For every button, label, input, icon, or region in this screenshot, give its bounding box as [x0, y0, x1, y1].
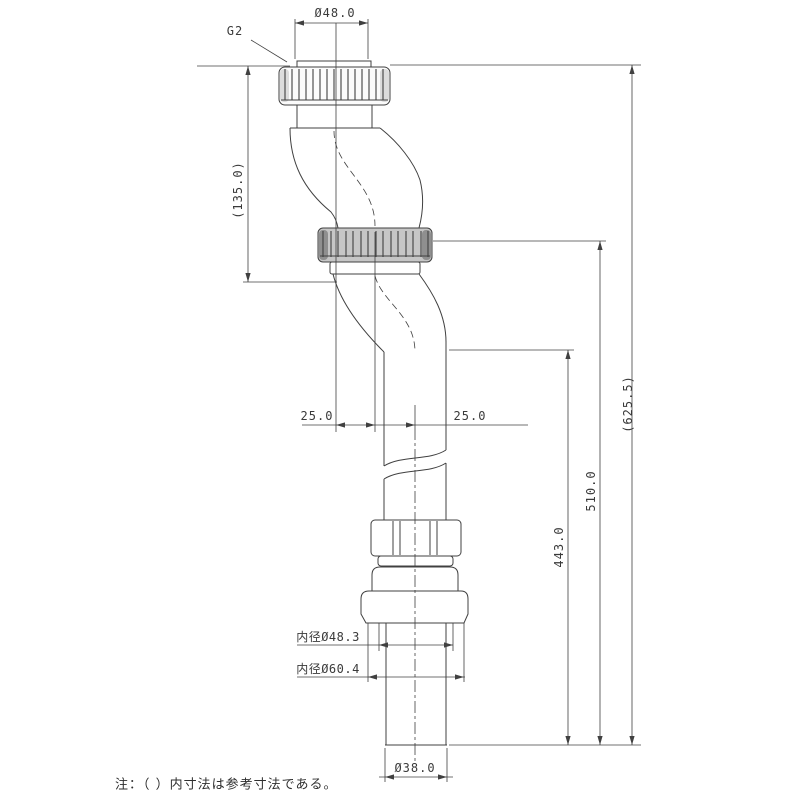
- bell-mouth: [360, 590, 469, 624]
- tail-pipe: [385, 623, 447, 746]
- dim-overall: [629, 65, 635, 745]
- offset-right-label: 25.0: [453, 409, 487, 423]
- inner-diameter-large-label: 内径Ø60.4: [296, 662, 360, 676]
- dim-inner-60: [297, 674, 465, 680]
- offset-height-label: (135.0): [231, 161, 245, 219]
- overall-length-label: (625.5): [621, 375, 635, 433]
- top-cylinder: [290, 105, 380, 129]
- pipe-length-label: 443.0: [552, 526, 566, 568]
- length-to-union-label: 510.0: [584, 470, 598, 512]
- union-nut: [370, 519, 462, 557]
- right-extension-lines: [390, 64, 641, 746]
- dim-443: [565, 350, 571, 745]
- reference-dimension-note: 注：（ ）内寸法は参考寸法である。: [115, 777, 338, 793]
- dim-offset-height: [197, 65, 337, 283]
- dim-top-diameter: [294, 19, 369, 59]
- inner-diameter-extensions: [367, 623, 465, 682]
- dimension-linework: [197, 19, 641, 782]
- upper-offset-bend: [289, 127, 423, 229]
- pipe-od-label: Ø38.0: [394, 761, 436, 775]
- inner-diameter-small-label: 内径Ø48.3: [296, 630, 360, 644]
- neck-ring: [377, 555, 454, 567]
- dim-pipe-od: [379, 748, 453, 782]
- offset-left-label: 25.0: [300, 409, 334, 423]
- dim-offsets: [302, 23, 528, 432]
- top-diameter-label: Ø48.0: [314, 6, 356, 20]
- top-knurled-nut: [278, 66, 391, 106]
- thread-size-label: G2: [226, 24, 244, 38]
- lower-offset-bend: [332, 273, 447, 353]
- straight-pipe: [383, 341, 447, 520]
- dim-inner-48: [297, 642, 453, 648]
- top-pipe-lip: [296, 60, 372, 68]
- g2-leader-line: [250, 39, 288, 63]
- dim-510: [597, 241, 603, 745]
